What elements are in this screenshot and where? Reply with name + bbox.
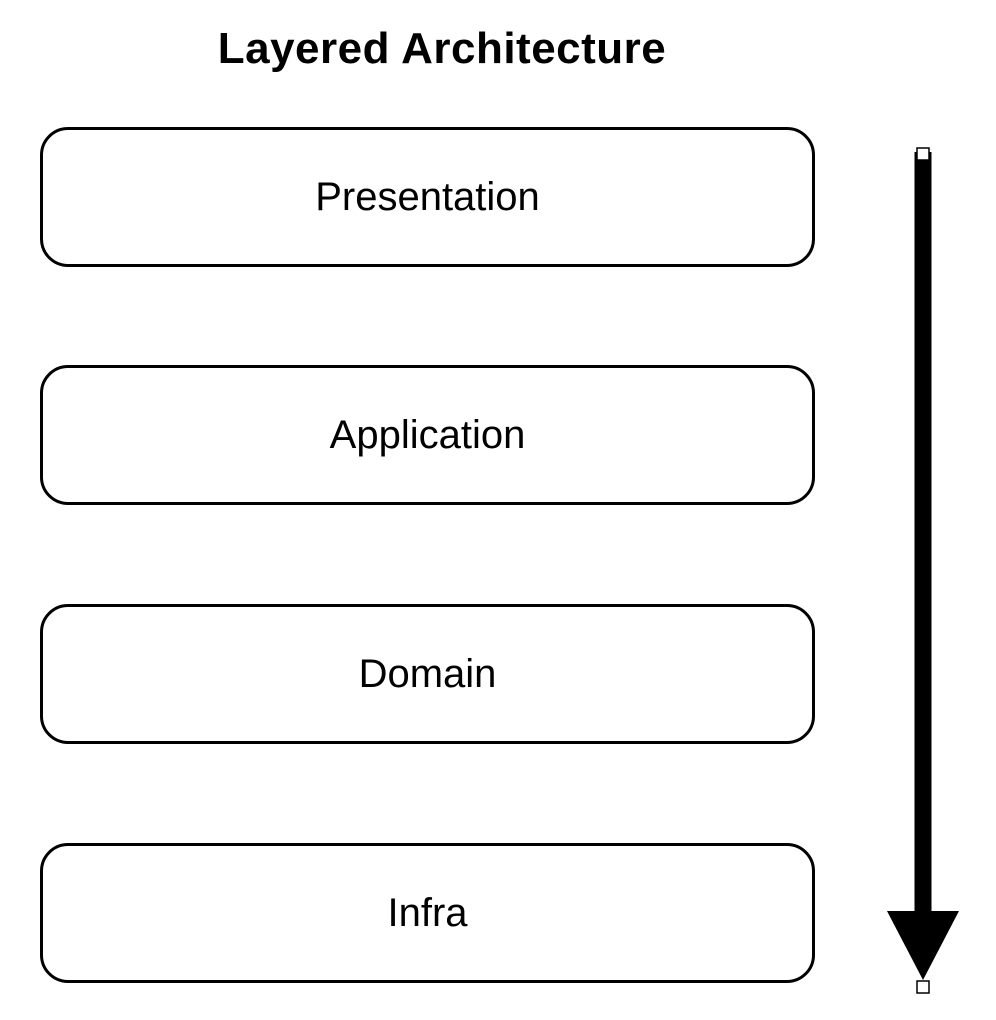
layer-label: Domain: [358, 651, 497, 696]
layer-label: Application: [329, 412, 526, 457]
layer-label: Infra: [387, 890, 468, 935]
diagram-title: Layered Architecture: [217, 24, 667, 73]
layer-box-presentation[interactable]: Presentation: [40, 127, 815, 267]
layer-box-infra[interactable]: Infra: [40, 843, 815, 983]
layer-box-domain[interactable]: Domain: [40, 604, 815, 744]
arrow-down-icon[interactable]: [887, 152, 959, 980]
arrow-handle-top[interactable]: [916, 147, 930, 161]
arrow-handle-bottom[interactable]: [916, 980, 930, 994]
layer-label: Presentation: [315, 174, 540, 219]
layer-box-application[interactable]: Application: [40, 365, 815, 505]
down-arrow[interactable]: [880, 140, 970, 1010]
